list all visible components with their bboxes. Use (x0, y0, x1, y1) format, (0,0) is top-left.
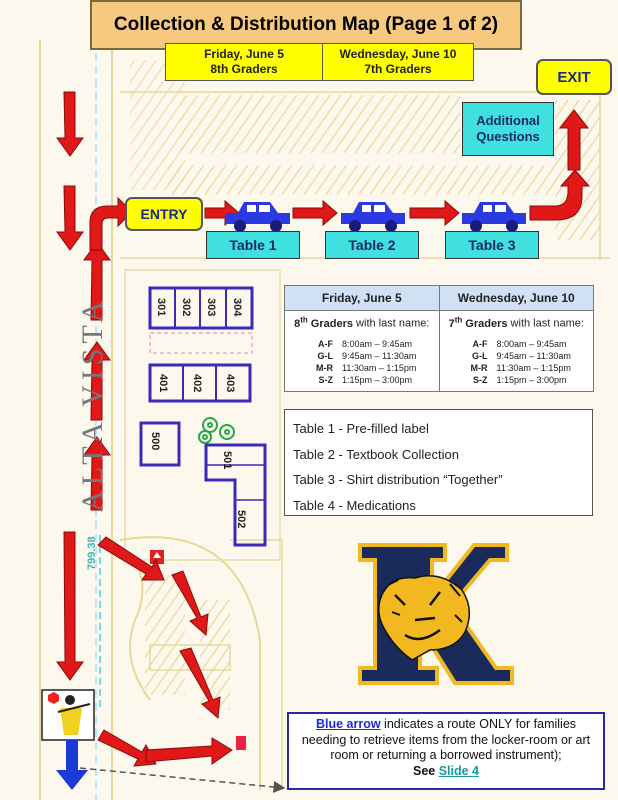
schedule-subtitle: 8th Graders with last name: (294, 315, 430, 330)
room-502: 502 (235, 510, 247, 528)
entry-label: ENTRY (125, 197, 203, 231)
legend-item: Table 2 - Textbook Collection (293, 446, 459, 462)
room-403: 403 (224, 374, 236, 392)
see-label: See (412, 763, 439, 778)
table-legend: Table 1 - Pre-filled label Table 2 - Tex… (284, 409, 593, 516)
street-name: ALTA VISTA (76, 295, 109, 512)
tree-icons (198, 417, 235, 444)
street-number: 799.38 (86, 536, 98, 570)
room-500: 500 (149, 432, 161, 450)
slide-4-link[interactable]: Slide 4 (438, 763, 479, 778)
schedule-subtitle: 7th Graders with last name: (448, 315, 584, 330)
date-grade: 7th Graders (364, 62, 432, 76)
legend-item: Table 3 - Shirt distribution “Together” (293, 472, 503, 487)
car-icon (341, 202, 405, 232)
car-icon (462, 202, 526, 232)
date-box-wednesday: Wednesday, June 10 7th Graders (322, 43, 474, 81)
legend-item: Table 4 - Medications (293, 497, 416, 513)
car-icon (226, 202, 290, 232)
schedule-table: Friday, June 5 8th Graders with last nam… (284, 285, 594, 392)
date-day: Wednesday, June 10 (339, 47, 457, 61)
schedule-wednesday: Wednesday, June 10 7th Graders with last… (438, 286, 593, 391)
page-title: Collection & Distribution Map (Page 1 of… (90, 0, 522, 50)
note-text: indicates a route ONLY for families need… (301, 717, 591, 762)
date-day: Friday, June 5 (204, 47, 284, 61)
schedule-header: Friday, June 5 (285, 286, 439, 311)
table-2-label: Table 2 (325, 231, 419, 259)
blue-arrow-link[interactable]: Blue arrow (315, 717, 381, 731)
room-304: 304 (231, 298, 243, 317)
blue-arrow (56, 740, 88, 790)
room-301: 301 (155, 298, 167, 316)
room-401: 401 (157, 374, 169, 392)
blue-arrow-note: Blue arrow indicates a route ONLY for fa… (287, 712, 605, 790)
building-300 (139, 286, 267, 547)
room-303: 303 (205, 298, 217, 316)
room-501: 501 (221, 451, 233, 469)
schedule-friday: Friday, June 5 8th Graders with last nam… (285, 286, 439, 391)
legend-item: Table 1 - Pre-filled label (293, 421, 429, 436)
date-grade: 8th Graders (210, 62, 278, 76)
exit-label: EXIT (536, 59, 612, 95)
tiger-logo (358, 543, 514, 685)
table-1-label: Table 1 (206, 231, 300, 259)
table-3-label: Table 3 (445, 231, 539, 259)
stop-sign-icon (48, 692, 59, 704)
red-arrow-route (56, 91, 591, 767)
schedule-header: Wednesday, June 10 (439, 286, 593, 311)
date-box-friday: Friday, June 5 8th Graders (165, 43, 323, 81)
room-302: 302 (180, 298, 192, 316)
room-402: 402 (191, 374, 203, 392)
